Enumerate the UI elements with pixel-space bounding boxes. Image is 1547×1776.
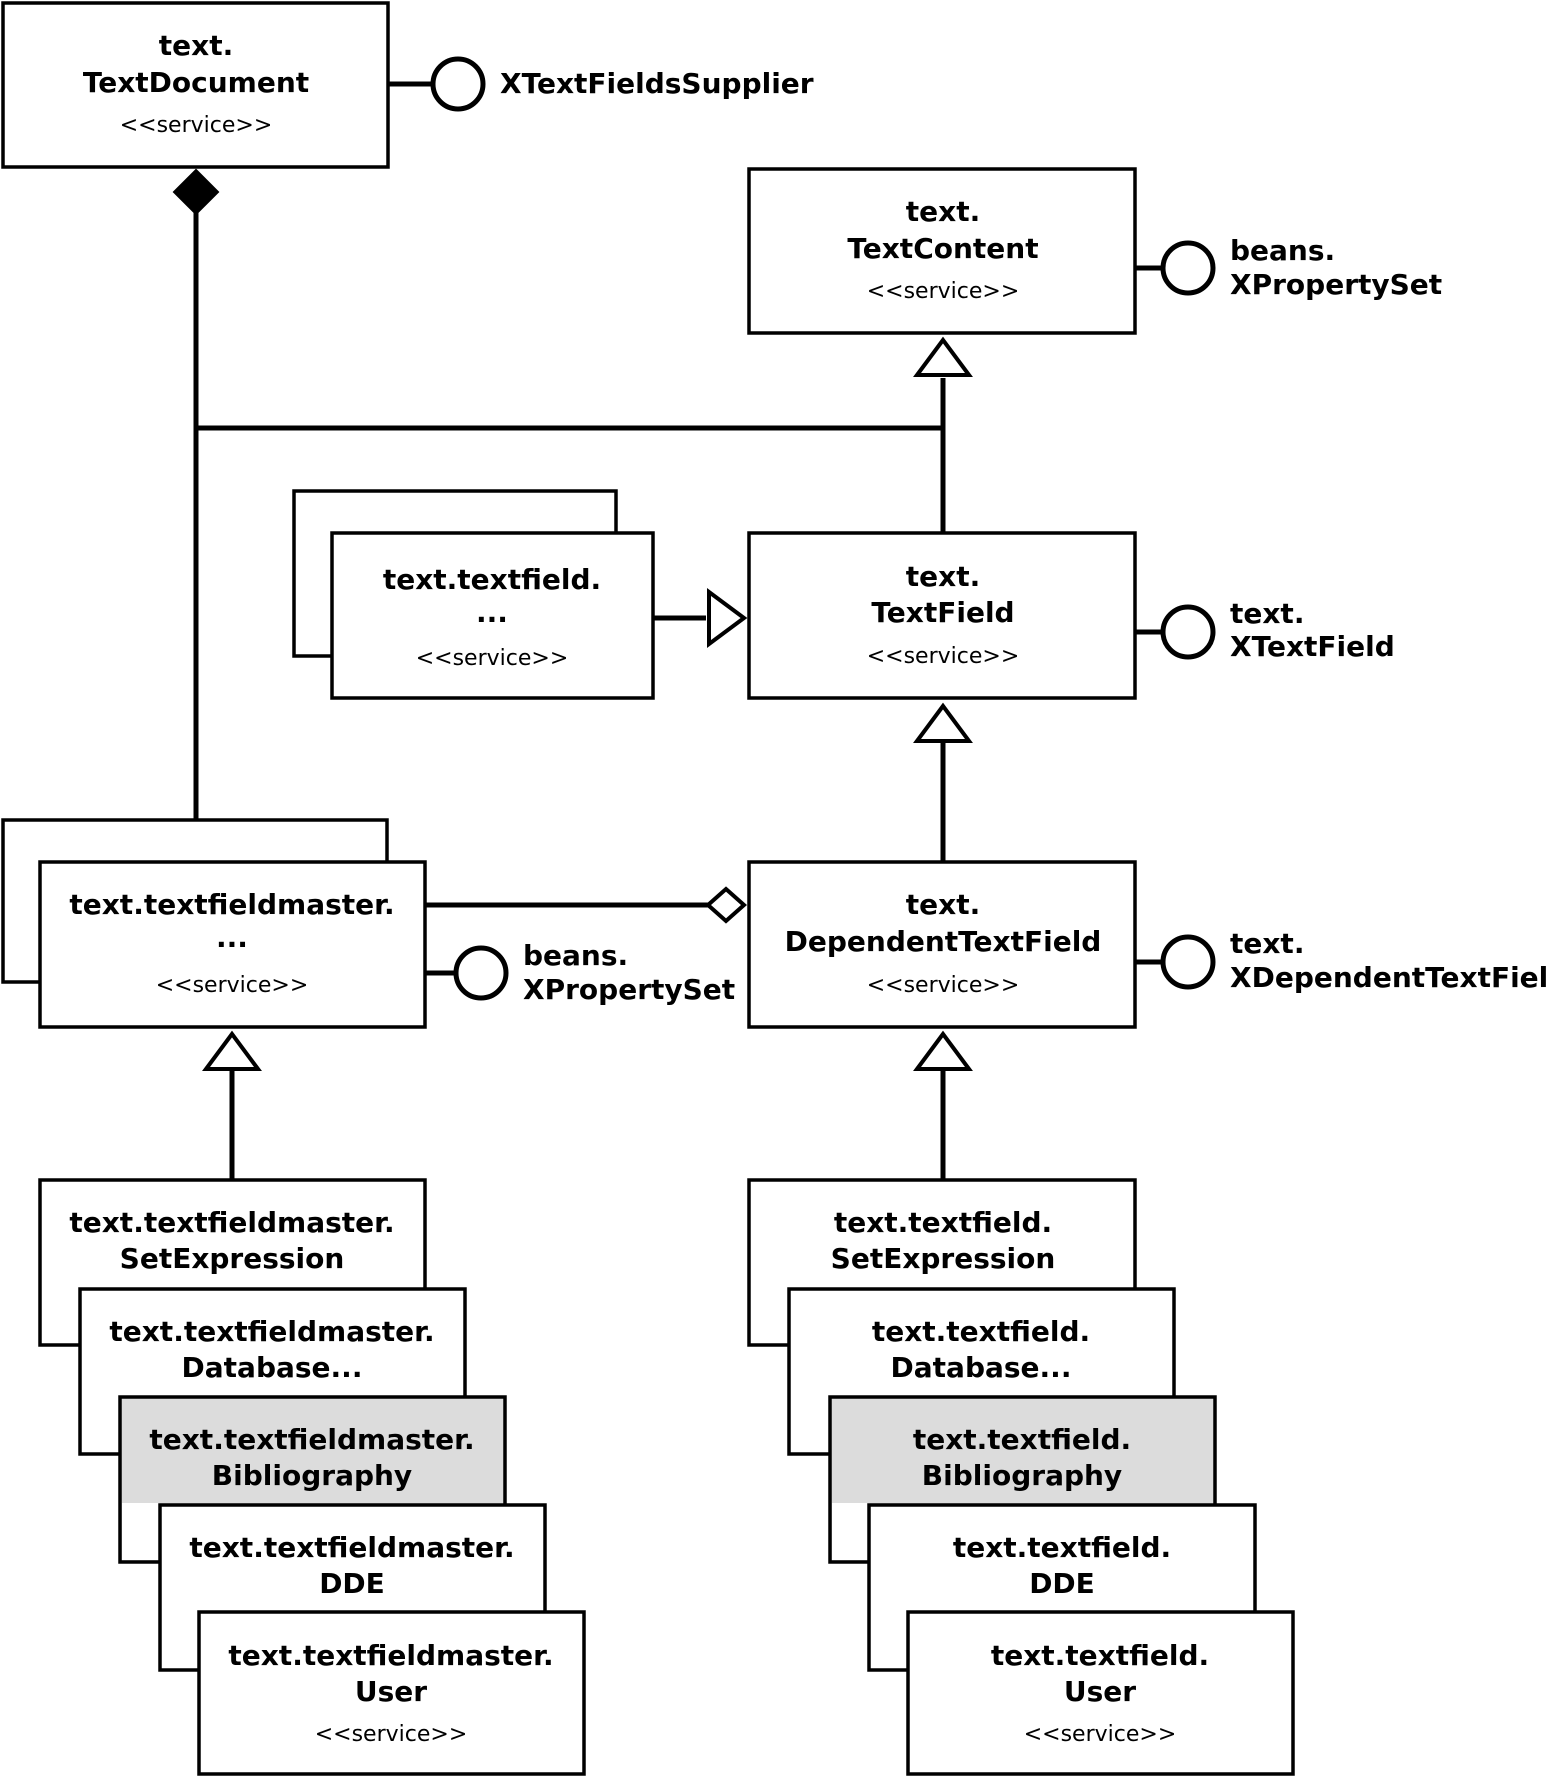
master-dde-line1: text.textfieldmaster. — [189, 1531, 514, 1564]
dependenttextfield-line2: DependentTextField — [785, 925, 1102, 958]
field-database-line2: Database... — [891, 1351, 1072, 1384]
composition-diamond — [172, 168, 220, 216]
field-user-line1: text.textfield. — [991, 1639, 1209, 1672]
textfield-generic-line2: ... — [476, 596, 508, 629]
textfieldmaster-generic-box: text.textfieldmaster. ... <<service>> — [38, 860, 427, 1029]
textfieldmaster-generic-line1: text.textfieldmaster. — [69, 888, 394, 921]
master-generalization-arrow — [202, 1030, 262, 1071]
supplier-interface-circle — [430, 56, 486, 112]
textfield-generic-stereotype: <<service>> — [416, 646, 569, 671]
iface-dependent-line2: XDependentTextField — [1230, 961, 1547, 994]
iface-propertyset-master-line2: XPropertySet — [523, 973, 735, 1006]
iface-textfield-line2: XTextField — [1230, 630, 1395, 663]
textfield-generic-line1: text.textfield. — [383, 563, 601, 596]
master-user-line2: User — [355, 1675, 427, 1708]
field-user-box: text.textfield. User <<service>> — [906, 1610, 1295, 1776]
dependenttextfield-stereotype: <<service>> — [867, 973, 1020, 998]
field-bibliography-line1: text.textfield. — [913, 1423, 1131, 1456]
iface-dependent-line1: text. — [1230, 927, 1304, 960]
master-interface-circle — [453, 945, 509, 1001]
master-dde-line2: DDE — [319, 1567, 385, 1600]
textdocument-box: text. TextDocument <<service>> — [1, 1, 390, 169]
master-user-box: text.textfieldmaster. User <<service>> — [197, 1610, 586, 1776]
iface-propertyset-master-line1: beans. — [523, 939, 628, 972]
textcontent-box: text. TextContent <<service>> — [747, 167, 1137, 335]
textcontent-line2: TextContent — [847, 232, 1038, 265]
iface-propertyset-top-line1: beans. — [1230, 234, 1335, 267]
field-setexpression-line2: SetExpression — [831, 1242, 1056, 1275]
textcontent-stereotype: <<service>> — [867, 279, 1020, 304]
field-setexpression-line1: text.textfield. — [834, 1206, 1052, 1239]
iface-textfield-line1: text. — [1230, 597, 1304, 630]
textcontent-line1: text. — [906, 195, 980, 228]
aggregation-diamond — [704, 886, 748, 924]
master-bibliography-line2: Bibliography — [212, 1459, 412, 1492]
dependent-interface-circle — [1160, 934, 1216, 990]
textfieldmaster-generic-line2: ... — [216, 921, 248, 954]
master-setexpression-line2: SetExpression — [120, 1242, 345, 1275]
master-user-line1: text.textfieldmaster. — [228, 1639, 553, 1672]
textdocument-stereotype: <<service>> — [120, 113, 273, 138]
master-database-line1: text.textfieldmaster. — [109, 1315, 434, 1348]
iface-textfieldssupplier-label: XTextFieldsSupplier — [500, 67, 814, 100]
dependenttextfield-line1: text. — [906, 888, 980, 921]
master-user-stereotype: <<service>> — [315, 1722, 468, 1747]
dependent-generalization-arrow — [913, 1030, 973, 1071]
field-bibliography-line2: Bibliography — [922, 1459, 1122, 1492]
textfield-interface-circle — [1160, 604, 1216, 660]
textfield-box: text. TextField <<service>> — [747, 531, 1137, 700]
master-bibliography-line1: text.textfieldmaster. — [149, 1423, 474, 1456]
textdocument-line1: text. — [159, 29, 233, 62]
field-user-line2: User — [1064, 1675, 1136, 1708]
field-dde-line2: DDE — [1029, 1567, 1095, 1600]
textfield-generalization-arrow — [707, 588, 748, 648]
textfieldmaster-generic-stereotype: <<service>> — [156, 973, 309, 998]
textfield-upper-generalization-arrow — [913, 702, 973, 743]
field-user-stereotype: <<service>> — [1024, 1722, 1177, 1747]
content-interface-circle — [1160, 240, 1216, 296]
textcontent-generalization-arrow — [913, 336, 973, 377]
iface-propertyset-top-line2: XPropertySet — [1230, 268, 1442, 301]
master-setexpression-line1: text.textfieldmaster. — [69, 1206, 394, 1239]
field-database-line1: text.textfield. — [872, 1315, 1090, 1348]
dependenttextfield-box: text. DependentTextField <<service>> — [747, 860, 1137, 1029]
textfield-line2: TextField — [871, 596, 1014, 629]
textdocument-line2: TextDocument — [83, 66, 309, 99]
textfield-stereotype: <<service>> — [867, 644, 1020, 669]
textfield-generic-box: text.textfield. ... <<service>> — [330, 531, 655, 700]
master-database-line2: Database... — [182, 1351, 363, 1384]
field-dde-line1: text.textfield. — [953, 1531, 1171, 1564]
textfield-line1: text. — [906, 560, 980, 593]
